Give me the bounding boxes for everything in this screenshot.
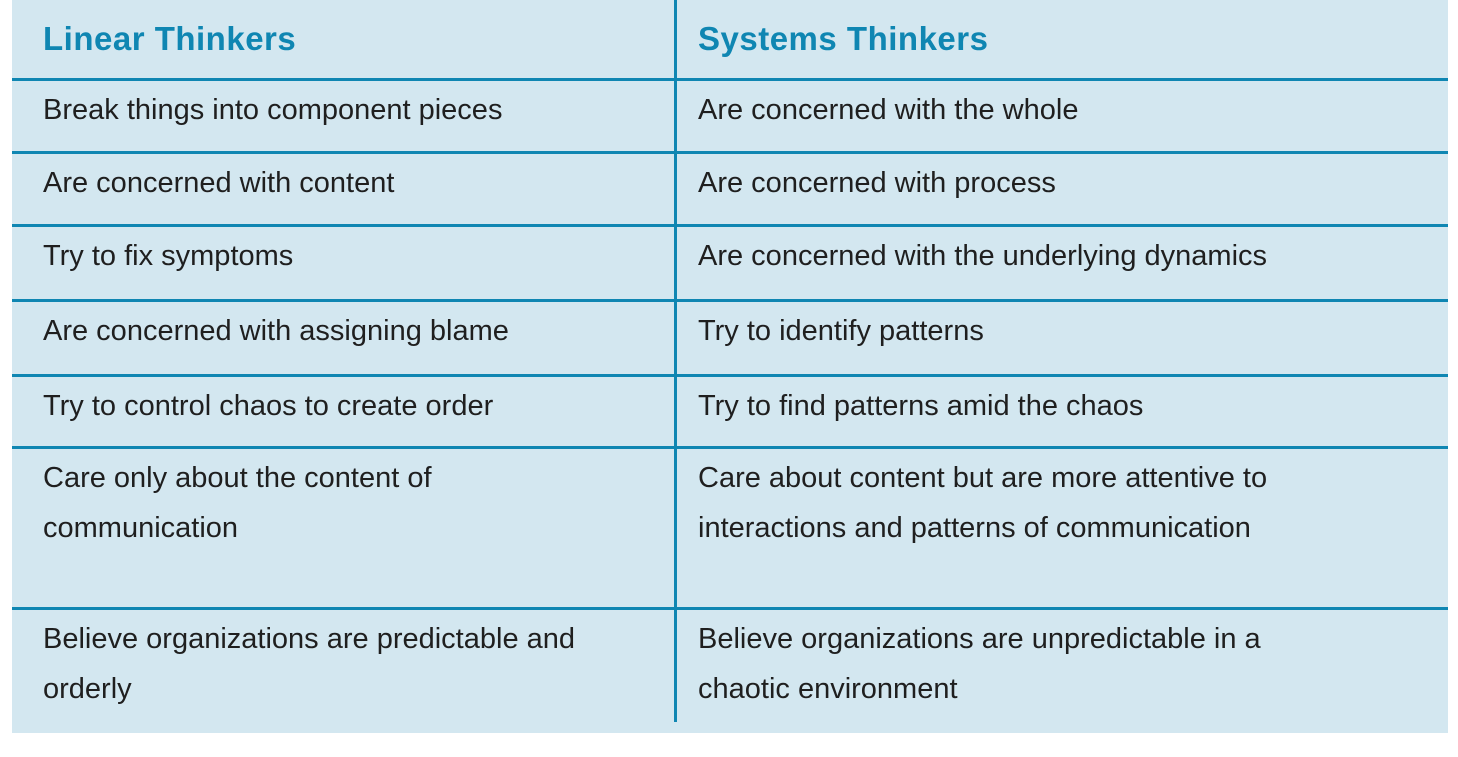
table-cell-linear: Are concerned with content bbox=[12, 151, 674, 224]
table-cell-systems: Try to find patterns amid the chaos bbox=[674, 374, 1448, 446]
cell-text: Break things into component pieces bbox=[43, 94, 503, 126]
header-label: Systems Thinkers bbox=[698, 20, 989, 57]
table-cell-linear: Care only about the content of communica… bbox=[12, 446, 674, 607]
cell-text: Try to identify patterns bbox=[698, 315, 984, 347]
table-cell-systems: Are concerned with process bbox=[674, 151, 1448, 224]
comparison-table: Linear Thinkers Systems Thinkers Break t… bbox=[12, 0, 1448, 733]
cell-text: Are concerned with assigning blame bbox=[43, 315, 509, 347]
cell-text: Are concerned with content bbox=[43, 167, 395, 199]
table-cell-linear: Break things into component pieces bbox=[12, 78, 674, 151]
table-cell-systems: Are concerned with the whole bbox=[674, 78, 1448, 151]
cell-text: Try to find patterns amid the chaos bbox=[698, 390, 1144, 422]
cell-text: Are concerned with process bbox=[698, 167, 1056, 199]
table-cell-systems: Are concerned with the underlying dynami… bbox=[674, 224, 1448, 299]
table-cell-linear: Are concerned with assigning blame bbox=[12, 299, 674, 374]
table-cell-systems: Believe organizations are unpredictable … bbox=[674, 607, 1448, 733]
table-cell-linear: Try to fix symptoms bbox=[12, 224, 674, 299]
table-cell-linear: Try to control chaos to create order bbox=[12, 374, 674, 446]
header-systems-thinkers: Systems Thinkers bbox=[674, 0, 1448, 78]
cell-text: Try to fix symptoms bbox=[43, 240, 294, 272]
divider-bottom-gap bbox=[674, 722, 677, 733]
cell-text: Care only about the content of communica… bbox=[43, 462, 432, 544]
cell-text: Believe organizations are predictable an… bbox=[43, 623, 576, 705]
cell-text: Are concerned with the whole bbox=[698, 94, 1079, 126]
table-cell-systems: Try to identify patterns bbox=[674, 299, 1448, 374]
cell-text: Care about content but are more attentiv… bbox=[698, 462, 1268, 544]
cell-text: Are concerned with the underlying dynami… bbox=[698, 240, 1268, 272]
header-linear-thinkers: Linear Thinkers bbox=[12, 0, 674, 78]
cell-text: Try to control chaos to create order bbox=[43, 390, 494, 422]
table-cell-linear: Believe organizations are predictable an… bbox=[12, 607, 674, 733]
cell-text: Believe organizations are unpredictable … bbox=[698, 623, 1261, 705]
header-label: Linear Thinkers bbox=[43, 20, 297, 57]
table-cell-systems: Care about content but are more attentiv… bbox=[674, 446, 1448, 607]
